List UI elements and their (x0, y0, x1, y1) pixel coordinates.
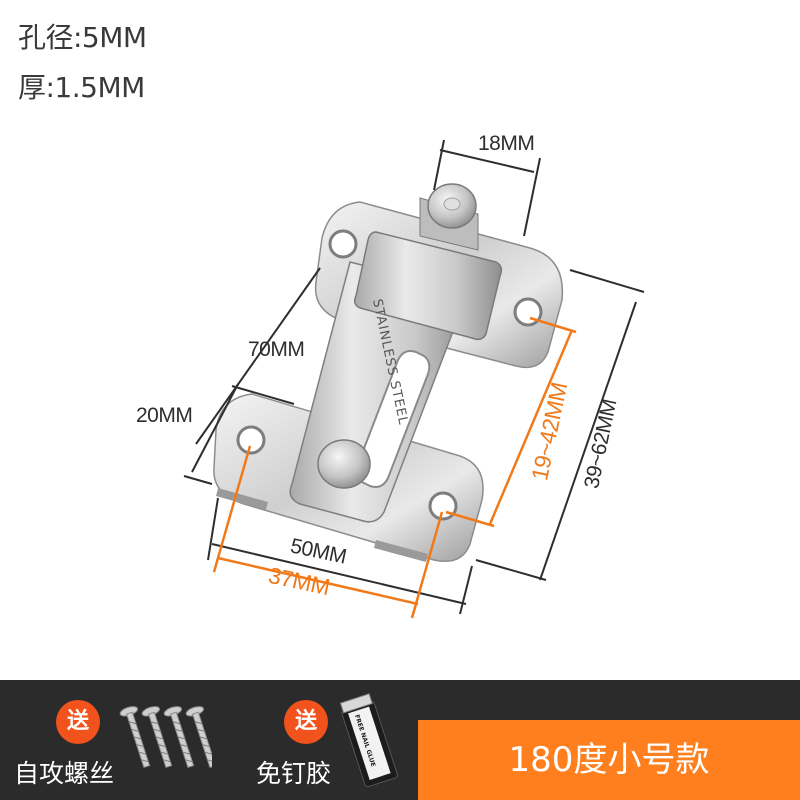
dimension-70mm: 70MM (248, 338, 305, 361)
variant-banner (418, 720, 800, 800)
product-illustration: STAINLESS STEEL (183, 139, 645, 619)
orange-dimension-lines (212, 316, 577, 619)
slide-knob-icon (317, 439, 371, 489)
gift-badge: 送 (56, 700, 100, 744)
screw-hole-icon (236, 425, 266, 455)
glue-tube-icon: FREE NAIL GLUE (339, 693, 398, 788)
hole-diameter-spec: 孔径:5MM (18, 21, 147, 54)
dimension-20mm: 20MM (136, 404, 193, 427)
dimension-lines (183, 139, 645, 615)
dimension-18mm: 18MM (478, 132, 535, 155)
screw-hole-icon (428, 491, 458, 521)
gift-badge: 送 (284, 700, 328, 744)
variant-label: 180度小号款 (508, 740, 710, 780)
gift-glue-label: 免钉胶 (256, 759, 332, 788)
screw-hole-icon (328, 229, 358, 259)
screws-icon (119, 706, 212, 769)
thickness-spec: 厚:1.5MM (18, 71, 145, 104)
gift-screws-label: 自攻螺丝 (14, 759, 115, 788)
